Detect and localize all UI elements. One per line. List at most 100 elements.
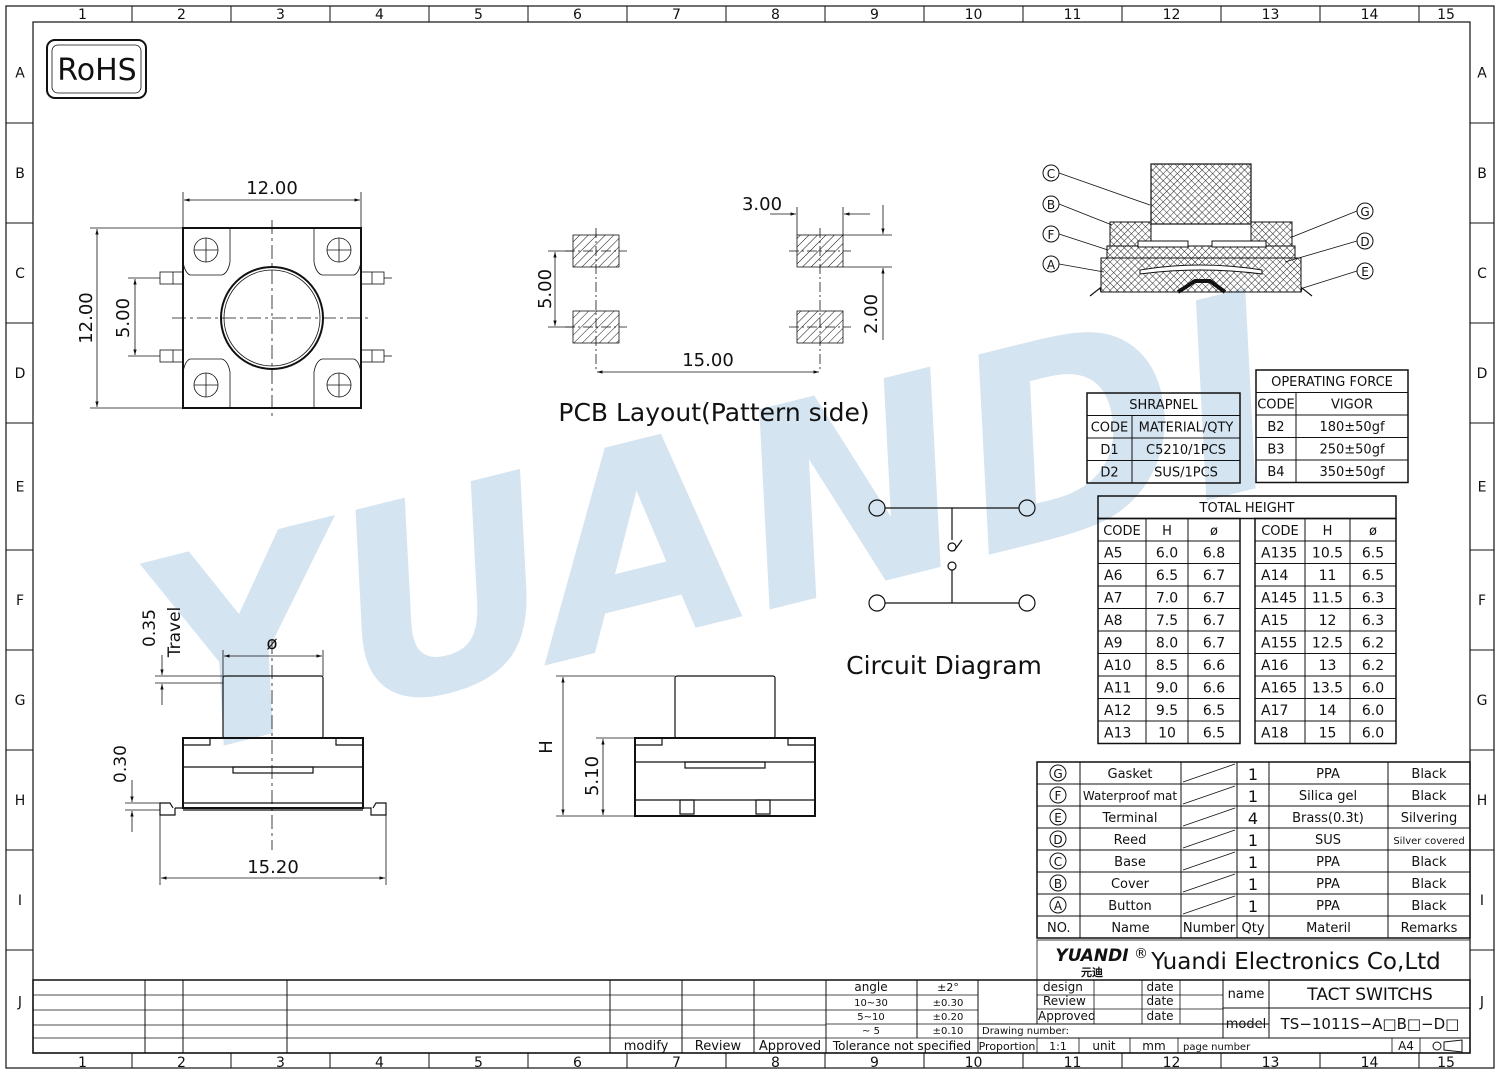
bom-item-name: Cover <box>1111 877 1150 892</box>
table-rule <box>1302 270 1358 289</box>
company-logo: YUANDI <box>1055 946 1128 966</box>
column-label: 7 <box>672 1055 681 1071</box>
height-cell: 6.6 <box>1203 681 1225 697</box>
table-cell-border <box>32 979 1471 1054</box>
force-header: CODE <box>1257 398 1295 413</box>
height-cell: A16 <box>1261 658 1288 674</box>
tb-review-row-label: Review <box>1043 994 1086 1008</box>
rohs-label: RoHS <box>57 53 136 88</box>
height-cell: 14 <box>1319 703 1337 719</box>
phi-dim: ø <box>266 633 277 654</box>
height-cell: 6.8 <box>1203 546 1225 562</box>
row-label: H <box>15 793 26 809</box>
height-cell: 8.0 <box>1156 636 1178 652</box>
height-cell: 6.7 <box>1203 591 1225 607</box>
height-cell: 7.5 <box>1156 613 1178 629</box>
bom-item-remarks: Black <box>1411 767 1447 782</box>
column-label: 14 <box>1361 7 1379 23</box>
column-label: 15 <box>1437 7 1455 23</box>
column-label: 11 <box>1064 1055 1082 1071</box>
side-width-dim: 15.20 <box>247 857 299 878</box>
row-label: H <box>1477 793 1488 809</box>
bom-item-remarks: Black <box>1411 877 1447 892</box>
height-cell: 6.5 <box>1203 703 1225 719</box>
tb-tol-range: 10~30 <box>854 998 888 1009</box>
height-cell: A165 <box>1261 681 1297 697</box>
bom-header: Name <box>1111 921 1149 936</box>
height-cell: A13 <box>1104 726 1131 742</box>
height-header: CODE <box>1103 524 1141 539</box>
bom-item-circle <box>1049 786 1067 804</box>
height-cell: A6 <box>1104 568 1123 584</box>
side-view-right: H 5.10 <box>536 675 816 817</box>
table-rule <box>1058 263 1105 273</box>
height-cell: 6.5 <box>1203 726 1225 742</box>
height-cell: 10.5 <box>1312 546 1343 562</box>
tb-tol-angle: angle <box>854 980 887 994</box>
column-label: 1 <box>78 1055 87 1071</box>
table-rule <box>1182 873 1236 893</box>
column-label: 5 <box>474 7 483 23</box>
height-cell: 12.5 <box>1312 636 1343 652</box>
pcb-layout: 3.00 5.00 2.00 15.00 PCB Layout(Pattern … <box>535 194 892 427</box>
bom-item-qty: 1 <box>1248 897 1258 916</box>
tb-date-label: date <box>1146 1009 1173 1023</box>
bom-header: Number <box>1183 921 1236 936</box>
height-cell: 6.2 <box>1362 636 1384 652</box>
tb-tol-range: 5~10 <box>857 1012 884 1023</box>
height-cell: 6.3 <box>1362 613 1384 629</box>
pcb-layout-title: PCB Layout(Pattern side) <box>558 398 869 427</box>
height-cell: 13 <box>1319 658 1337 674</box>
callout-letter: D <box>1360 235 1369 249</box>
column-label: 9 <box>870 1055 879 1071</box>
bom-item-circle <box>1049 808 1067 826</box>
circuit-diagram-title: Circuit Diagram <box>846 651 1042 680</box>
column-label: 3 <box>276 1055 285 1071</box>
column-label: 11 <box>1064 7 1082 23</box>
bom-item-material: PPA <box>1316 877 1340 892</box>
bom-item-code: C <box>1054 855 1062 869</box>
column-label: 10 <box>965 1055 983 1071</box>
bom-item-remarks: Black <box>1411 855 1447 870</box>
bom-item-material: PPA <box>1316 855 1340 870</box>
row-label: F <box>16 593 24 609</box>
bom-item-code: G <box>1053 767 1062 781</box>
column-label: 4 <box>375 1055 384 1071</box>
bom-header: Materil <box>1306 921 1351 936</box>
table-cell-border <box>1255 369 1409 484</box>
height-cell: 10 <box>1158 726 1176 742</box>
column-label: 1 <box>78 7 87 23</box>
tb-proportion-label: Proportion <box>979 1040 1036 1053</box>
bom-item-circle <box>1049 830 1067 848</box>
height-cell: 6.0 <box>1156 546 1178 562</box>
bom-item-qty: 1 <box>1248 787 1258 806</box>
height-cell: 6.0 <box>1362 726 1384 742</box>
table-cell-border <box>1097 495 1397 520</box>
callout-letter: A <box>1047 258 1056 272</box>
row-label: A <box>15 66 25 82</box>
bom-item-code: E <box>1054 811 1062 825</box>
row-label: B <box>15 166 25 182</box>
height-cell: 9.0 <box>1156 681 1178 697</box>
bom-item-circle <box>1049 764 1067 782</box>
bom-header: Remarks <box>1401 921 1458 936</box>
bom-item-name: Waterproof mat <box>1083 789 1178 803</box>
tb-unit-value: mm <box>1142 1039 1165 1053</box>
height-cell: 6.5 <box>1156 568 1178 584</box>
bom-header: Qty <box>1241 921 1264 936</box>
row-label: E <box>1478 480 1487 496</box>
bom-item-code: D <box>1053 833 1062 847</box>
column-label: 10 <box>965 7 983 23</box>
tb-approved-label: Approved <box>759 1039 821 1054</box>
projection-symbol-icon <box>1443 1039 1463 1053</box>
table-rule <box>1182 851 1236 871</box>
registered-mark: ® <box>1134 946 1148 962</box>
top-pin-dim: 5.00 <box>113 298 134 338</box>
force-cell: B2 <box>1267 420 1284 435</box>
column-label: 3 <box>276 7 285 23</box>
column-label: 12 <box>1163 7 1181 23</box>
company-logo-sub: 元迪 <box>1081 965 1103 979</box>
circuit-diagram: Circuit Diagram <box>846 499 1042 680</box>
